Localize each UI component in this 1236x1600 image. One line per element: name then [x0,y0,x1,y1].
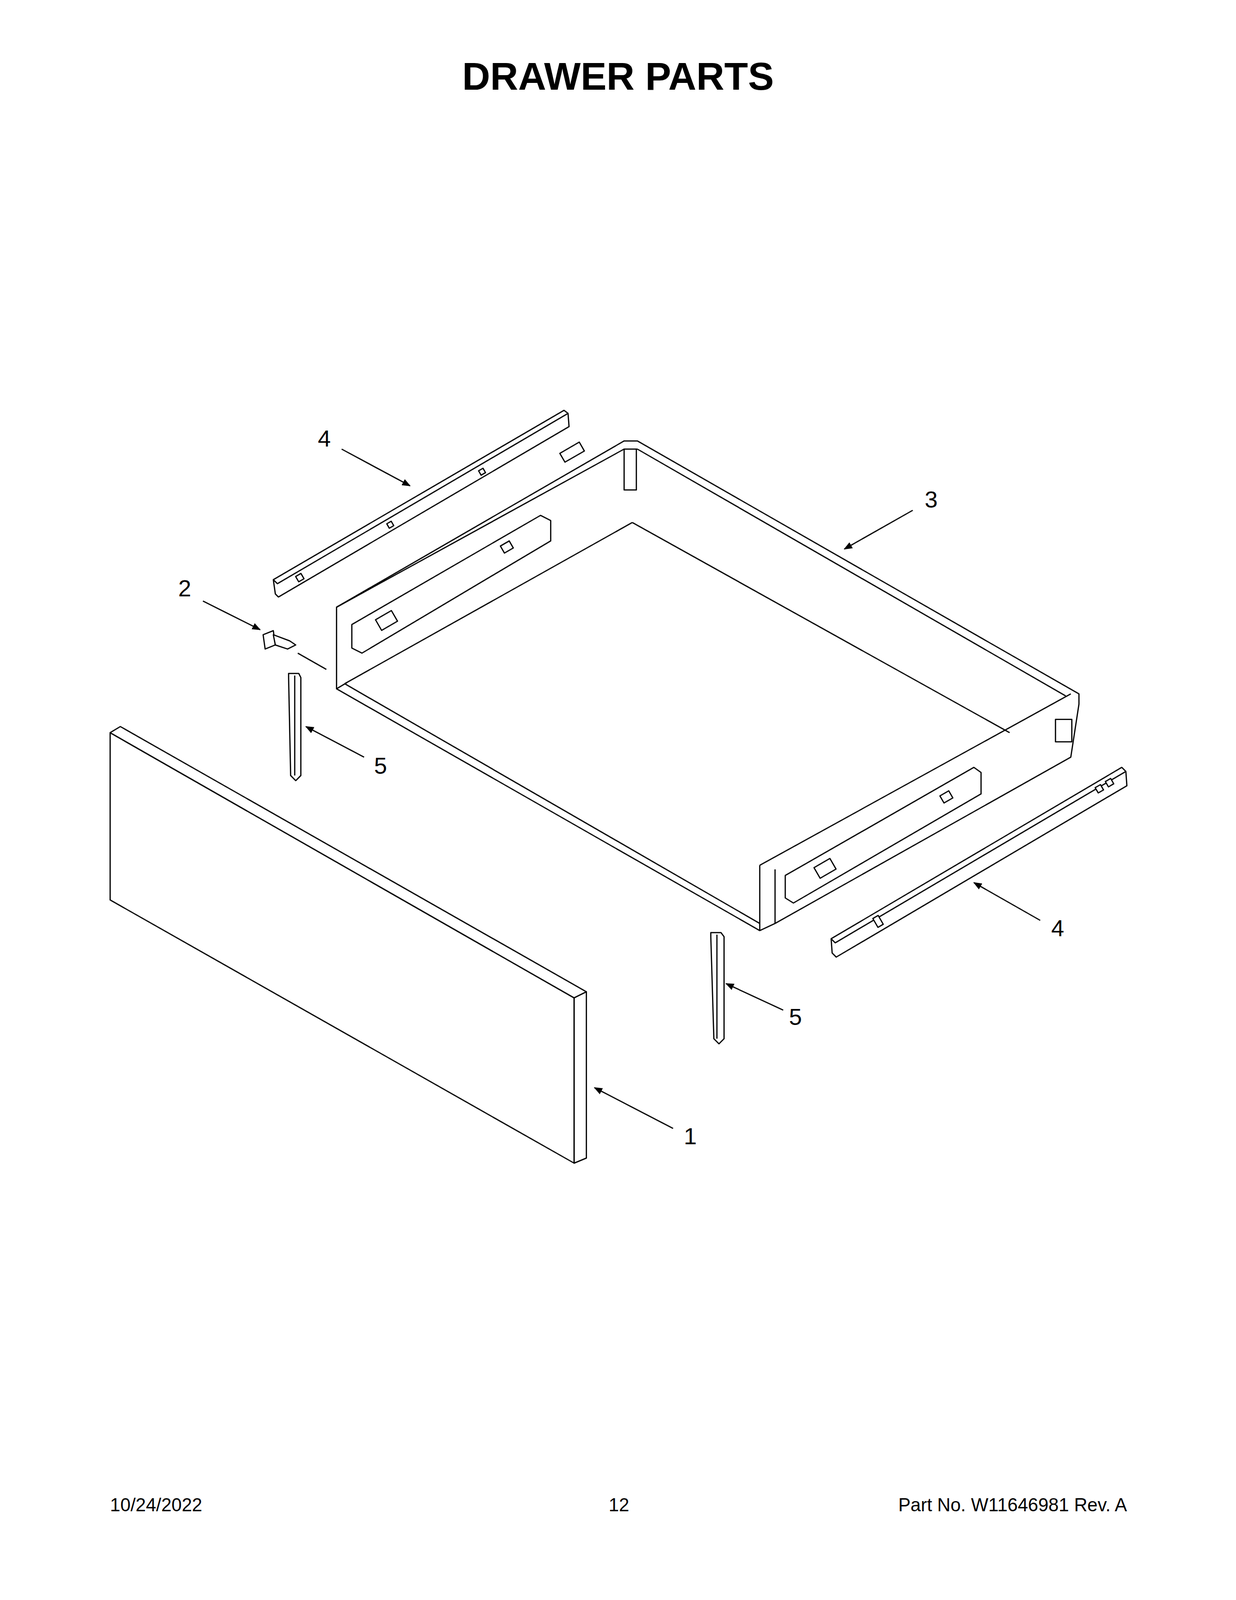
callout-number: 4 [317,427,332,451]
page-number: 12 [608,1495,630,1514]
callout-number: 5 [374,754,388,778]
footer-date: 10/24/2022 [110,1495,203,1514]
callout-number: 2 [178,576,192,601]
callout-number: 4 [1051,916,1065,940]
page-title: DRAWER PARTS [462,57,775,96]
callout-number: 5 [789,1005,803,1029]
callout-number: 1 [683,1124,698,1148]
callout-number: 3 [924,488,938,512]
part-number: Part No. W11646981 Rev. A [898,1495,1127,1514]
